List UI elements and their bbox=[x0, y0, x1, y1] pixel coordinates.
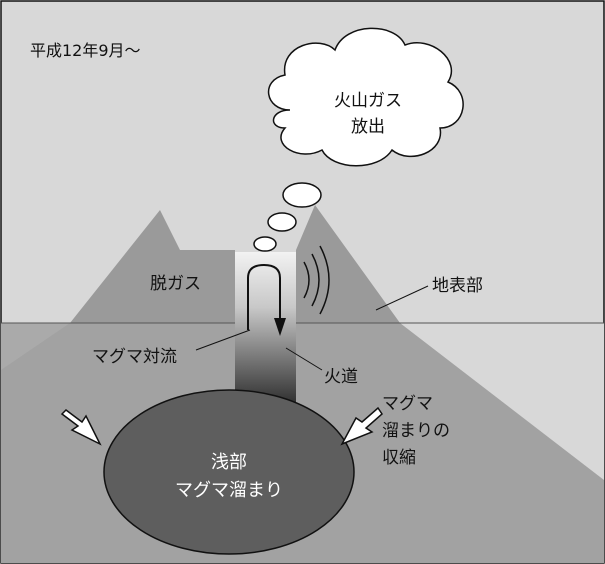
leader-conduit bbox=[285, 347, 323, 371]
convection-loop bbox=[247, 263, 281, 330]
bubble-medium bbox=[267, 212, 297, 232]
convection-label: マグマ対流 bbox=[92, 347, 177, 367]
wave-2 bbox=[311, 253, 320, 307]
magma-chamber bbox=[103, 389, 355, 555]
conduit bbox=[235, 252, 296, 410]
period-label: 平成12年9月～ bbox=[30, 41, 141, 60]
leader-surface bbox=[375, 285, 429, 311]
conduit-label: 火道 bbox=[324, 367, 358, 387]
shrink-arrow-left bbox=[60, 409, 102, 446]
degassing-label: 脱ガス bbox=[150, 274, 201, 294]
bubble-small bbox=[253, 236, 277, 252]
chamber-label-line2: マグマ溜まり bbox=[175, 480, 283, 501]
cloud-text-line1: 火山ガス bbox=[334, 91, 402, 111]
shrink-arrow-right bbox=[340, 406, 383, 446]
leader-convection bbox=[195, 329, 251, 351]
shrink-label-line1: マグマ bbox=[382, 394, 433, 414]
cloud-text-line2: 放出 bbox=[351, 117, 385, 137]
wave-3 bbox=[319, 245, 330, 315]
wave-1 bbox=[303, 261, 310, 299]
convection-arrowhead bbox=[274, 318, 286, 336]
gas-cloud bbox=[267, 27, 464, 167]
shrink-label-line2: 溜まりの bbox=[382, 421, 450, 441]
ground-right-sky bbox=[400, 323, 604, 480]
chamber-label-line1: 浅部 bbox=[211, 452, 247, 473]
shrink-label-line3: 収縮 bbox=[382, 448, 416, 468]
surface-label: 地表部 bbox=[432, 276, 483, 296]
bubble-large bbox=[282, 182, 322, 208]
